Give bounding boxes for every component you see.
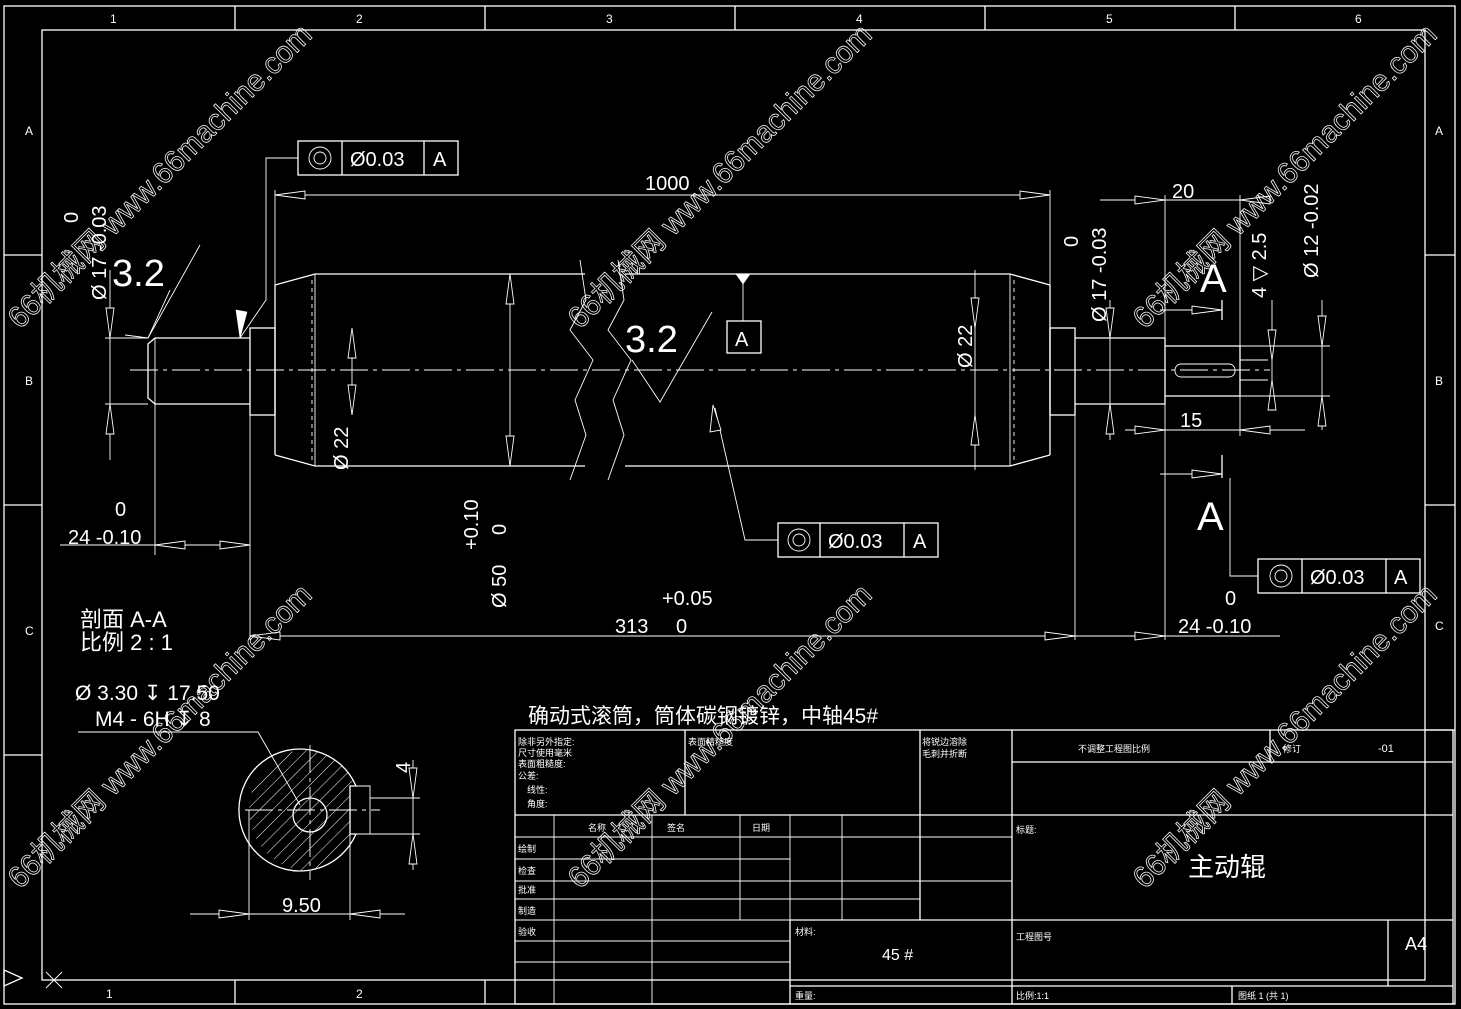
dim-left-len: 24 -0.10	[68, 527, 141, 549]
material-label: 材料:	[795, 926, 816, 937]
watermark: 66机械网 www.66machine.com	[562, 18, 879, 335]
dim-key-offset: 15	[1180, 410, 1202, 432]
weight-label: 重量:	[795, 990, 816, 1001]
row-accept: 验收	[518, 926, 536, 937]
col-date: 日期	[752, 823, 770, 833]
dim-left-len-tol: 0	[115, 499, 126, 521]
col-name: 名称	[588, 822, 606, 833]
col-label: 3	[606, 12, 613, 26]
row-manufacture: 制造	[518, 905, 536, 916]
section-view	[78, 731, 420, 920]
section-label-top: A	[1200, 257, 1227, 301]
general-note: 线性:	[527, 784, 548, 795]
watermarks: 66机械网 www.66machine.com 66机械网 www.66mach…	[1, 18, 1444, 896]
dim-mid-len-tol-up: +0.05	[662, 588, 713, 610]
section-width: 9.50	[282, 895, 321, 917]
dim-diam-50: Ø 50	[489, 565, 511, 608]
edge-note: 毛刺并折断	[922, 748, 967, 759]
gdt-frame-1	[297, 140, 459, 176]
dim-diam-50-tol-low: 0	[489, 524, 511, 535]
gdt-frame-3	[1257, 558, 1421, 594]
section-key-width: 4	[393, 762, 415, 773]
watermark: 66机械网 www.66machine.com	[1127, 18, 1444, 335]
roughness-symbol-1	[124, 244, 201, 339]
col-label: 1	[106, 987, 113, 1001]
title-block	[514, 729, 1454, 1005]
dim-right-diam: Ø 17 -0.03	[1089, 227, 1111, 322]
row-label: A	[1435, 124, 1443, 138]
revision-label: 修订	[1283, 743, 1301, 754]
row-label: B	[25, 374, 33, 388]
roughness-value-1: 3.2	[112, 253, 165, 295]
hole-spec-1: Ø 3.30 ↧ 17.50	[75, 682, 220, 705]
col-label: 5	[1106, 12, 1113, 26]
row-check: 检查	[518, 865, 536, 876]
edge-note: 将锐边溶除	[922, 736, 967, 747]
section-scale: 比例 2 : 1	[80, 630, 173, 655]
surface-finish-label: 表面精糙度	[688, 736, 733, 747]
section-label-bottom: A	[1197, 495, 1224, 539]
dim-left-diam: Ø 17 -0.03	[89, 205, 111, 300]
general-note: 表面粗糙度:	[518, 758, 566, 769]
gdt-datum: A	[913, 531, 927, 553]
general-note: 公差:	[518, 770, 539, 781]
general-note: 角度:	[527, 798, 548, 809]
watermark: 66机械网 www.66machine.com	[562, 578, 879, 895]
watermark: 66机械网 www.66machine.com	[1127, 578, 1444, 895]
dimension-lines	[60, 190, 1330, 641]
col-label: 2	[356, 987, 363, 1001]
col-sign: 签名	[667, 822, 685, 833]
dim-end-diam: Ø 12 -0.02	[1301, 183, 1323, 278]
gdt-tolerance: Ø0.03	[350, 149, 404, 171]
gdt-tolerance: Ø0.03	[1310, 567, 1364, 589]
gdt-frame-2	[777, 522, 939, 558]
drawing-no-label: 工程图号	[1016, 932, 1052, 942]
col-label: 2	[356, 12, 363, 26]
hole-spec-2: M4 - 6H ↧ 8	[95, 708, 211, 731]
datum-a-label: A	[735, 329, 749, 351]
gdt-datum: A	[1394, 567, 1408, 589]
dim-right-len: 24 -0.10	[1178, 616, 1251, 638]
row-label: C	[25, 624, 34, 638]
dim-diam-50-tol-up: +0.10	[461, 499, 483, 550]
row-label: B	[1435, 374, 1443, 388]
material-value: 45 #	[882, 947, 913, 964]
scale-label: 比例:1:1	[1016, 990, 1049, 1001]
col-label: 6	[1355, 12, 1362, 26]
row-label: A	[25, 124, 33, 138]
dim-diam-22-left: Ø 22	[331, 427, 353, 470]
no-scale-note: 不调整工程图比例	[1078, 743, 1150, 754]
revision-value: -01	[1378, 743, 1394, 755]
sheet-size: A4	[1405, 934, 1427, 954]
row-draw: 绘制	[518, 843, 536, 854]
dim-right-tol-up: 0	[1061, 236, 1083, 247]
roller-main-view	[130, 259, 1270, 481]
title-label: 标题:	[1016, 824, 1037, 835]
row-approve: 批准	[518, 884, 536, 895]
gdt-tolerance: Ø0.03	[828, 531, 882, 553]
dim-mid-len-tol-low: 0	[676, 616, 687, 638]
col-label: 4	[856, 12, 863, 26]
dim-key-length: 20	[1172, 181, 1194, 203]
roughness-symbol-2	[631, 311, 713, 403]
general-note: 尺寸使用毫米	[518, 747, 572, 758]
sheet-label: 图纸 1 (共 1)	[1238, 990, 1289, 1001]
dim-diam-22-right: Ø 22	[955, 325, 977, 368]
gdt-leaders	[235, 157, 1258, 577]
roughness-value-2: 3.2	[625, 319, 678, 361]
section-title: 剖面 A-A	[80, 607, 167, 632]
dim-left-tol-up: 0	[61, 212, 83, 223]
dim-key-depth: 4 ▽ 2.5	[1249, 233, 1271, 298]
row-label: C	[1435, 619, 1444, 633]
dim-right-len-tol: 0	[1225, 588, 1236, 610]
dim-mid-len: 313	[615, 616, 648, 638]
col-label: 1	[110, 12, 117, 26]
part-title: 主动辊	[1188, 852, 1266, 882]
general-note: 除非另外指定:	[518, 736, 575, 747]
gdt-datum: A	[433, 149, 447, 171]
technical-note: 确动式滚筒，筒体碳钢镀锌，中轴45#	[528, 705, 878, 728]
dim-length-total: 1000	[645, 173, 690, 195]
